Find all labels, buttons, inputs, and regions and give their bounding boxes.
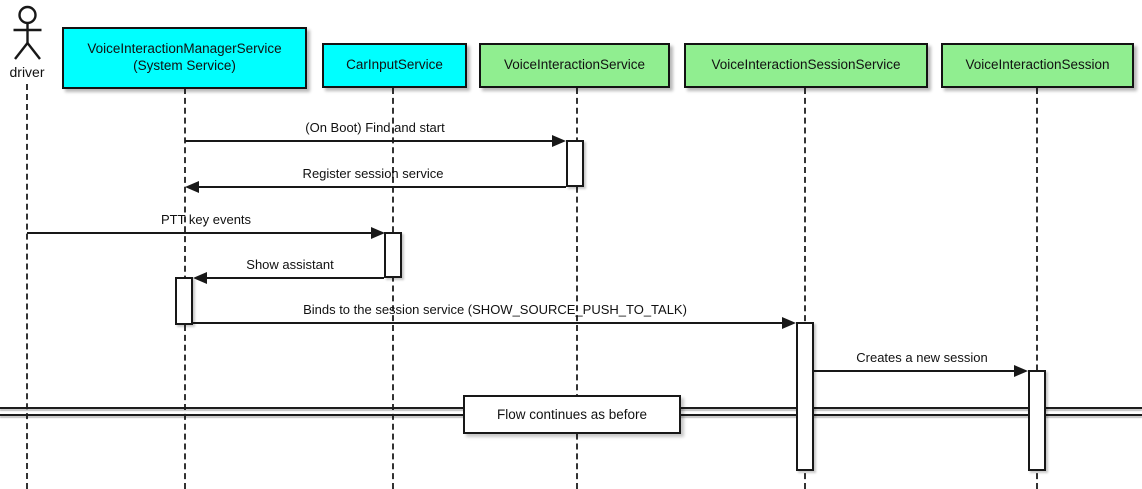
message-label: Creates a new session bbox=[856, 350, 988, 365]
divider-label-box: Flow continues as before bbox=[463, 395, 681, 434]
message-label: (On Boot) Find and start bbox=[305, 120, 445, 135]
arrowhead-left-icon bbox=[193, 272, 207, 284]
message-label: Show assistant bbox=[246, 257, 334, 272]
message-line bbox=[814, 370, 1014, 372]
activation-bar-voice-interaction-session-service bbox=[796, 322, 814, 471]
activation-bar-voice-interaction-service bbox=[566, 140, 584, 187]
arrowhead-right-icon bbox=[552, 135, 566, 147]
participant-voice-interaction-session: VoiceInteractionSession bbox=[941, 43, 1134, 88]
participant-voice-interaction-session-service: VoiceInteractionSessionService bbox=[684, 43, 928, 88]
lifeline-voice-interaction-session bbox=[1036, 88, 1038, 489]
actor-label-driver: driver bbox=[9, 64, 45, 80]
message-label: Register session service bbox=[302, 166, 444, 181]
person-icon bbox=[13, 5, 42, 60]
message-line bbox=[27, 232, 371, 234]
message-label: PTT key events bbox=[160, 212, 252, 227]
participant-voice-interaction-service: VoiceInteractionService bbox=[479, 43, 670, 88]
activation-bar-voice-interaction-manager-service bbox=[175, 277, 193, 325]
message-line bbox=[193, 322, 782, 324]
participant-car-input-service: CarInputService bbox=[322, 43, 467, 88]
message-line bbox=[199, 186, 566, 188]
activation-bar-voice-interaction-session bbox=[1028, 370, 1046, 471]
arrowhead-left-icon bbox=[185, 181, 199, 193]
message-line bbox=[207, 277, 384, 279]
lifeline-car-input-service bbox=[392, 88, 394, 489]
arrowhead-right-icon bbox=[1014, 365, 1028, 377]
arrowhead-right-icon bbox=[371, 227, 385, 239]
arrowhead-right-icon bbox=[782, 317, 796, 329]
message-line bbox=[185, 140, 552, 142]
lifeline-driver bbox=[26, 84, 28, 489]
message-label: Binds to the session service (SHOW_SOURC… bbox=[303, 302, 687, 317]
lifeline-voice-interaction-session-service bbox=[804, 88, 806, 489]
divider-label: Flow continues as before bbox=[496, 407, 648, 422]
participant-voice-interaction-manager-service: VoiceInteractionManagerService (System S… bbox=[62, 27, 307, 89]
activation-bar-car-input-service bbox=[384, 232, 402, 278]
lifeline-voice-interaction-service bbox=[576, 88, 578, 489]
